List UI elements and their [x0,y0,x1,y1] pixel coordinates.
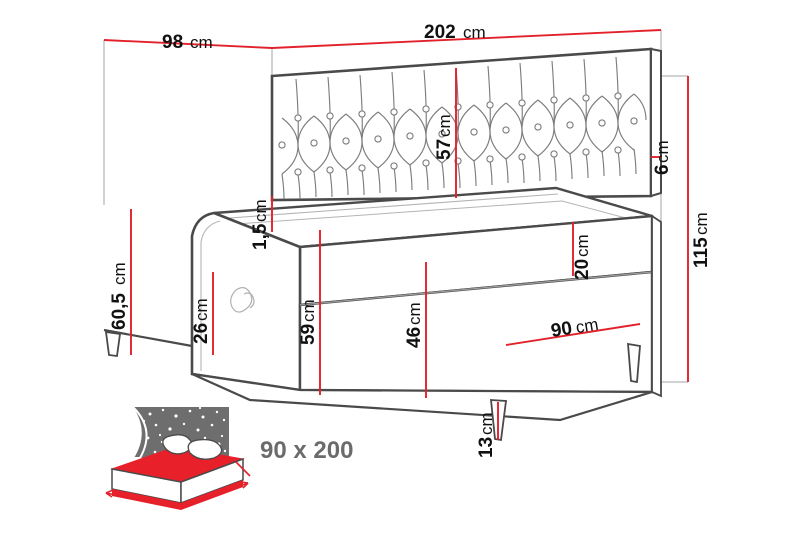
headboard [270,47,662,202]
bed-illustration [103,47,662,442]
dim-value-90: 90 [549,318,573,342]
drawer-handle-icon [230,287,255,313]
dim-value-98: 98 [162,32,183,53]
dim-unit-98: cm [190,33,213,52]
dim-value-46: 46 [404,327,425,348]
dim-value-115: 115 [691,237,712,268]
dimline-202 [271,29,662,49]
headboard-front-face [270,47,653,202]
mattress-size-label: 90 x 200 [260,437,353,464]
starfield-swoosh [133,407,142,458]
topper-seam-line [215,193,559,220]
mattress-dim-arrows [105,461,251,508]
dim-label-13: 13 cm [476,412,497,458]
dim-unit-46: cm [405,302,424,325]
drawer-seam-upper [299,271,653,306]
pillows-icon [162,434,223,460]
dim-label-605: 60,5 cm [109,262,130,330]
dim-unit-13: cm [477,412,496,435]
leg-left-rear [104,330,122,358]
dim-value-57: 57 [434,139,455,160]
dim-label-6: 6 cm [652,140,673,175]
headboard-tufting-pattern [281,56,647,200]
dim-label-59: 59 cm [298,299,319,345]
leg-right-rear [627,342,641,384]
base-right-edge [651,214,662,398]
dim-unit-20: cm [573,234,592,257]
dim-label-98: 98 cm [162,32,213,53]
dim-label-15: 1,5 cm [250,199,271,250]
dim-value-15: 1,5 [250,223,271,250]
dimension-lines [103,29,689,440]
dim-unit-59: cm [299,299,318,322]
dim-value-202: 202 [424,22,456,43]
dim-value-26: 26 [191,323,212,344]
dim-unit-202: cm [463,23,486,42]
dim-unit-57: cm [435,114,454,137]
dim-value-6: 6 [652,164,673,175]
dim-value-13: 13 [476,437,497,458]
rear-rail-line [103,328,193,348]
headboard-thickness-edge [650,47,662,198]
starfield-swoosh-edge [132,404,148,459]
dim-value-59: 59 [298,324,319,345]
dim-unit-26: cm [192,298,211,321]
dim-label-20: 20 cm [572,234,593,280]
dim-label-202: 202 cm [424,22,486,43]
dim-unit-15: cm [251,199,270,222]
dimline-90 [505,323,641,346]
dim-unit-605: cm [110,262,129,285]
dim-label-115: 115 cm [691,212,712,268]
topper-seam-line-2 [221,200,653,226]
dim-unit-115: cm [692,212,711,235]
dim-label-90: 90 cm [549,315,599,342]
dimline-98 [103,39,273,49]
dim-label-57: 57 cm [434,114,455,160]
base-bottom-face [191,372,653,422]
side-panel-seam [200,220,221,371]
dim-value-20: 20 [572,259,593,280]
tufting-buttons [278,92,638,176]
dim-label-26: 26 cm [191,298,212,344]
mattress-size-icon: 90 x 200 [105,404,353,510]
dim-unit-90: cm [574,315,599,337]
dim-value-605: 60,5 [109,293,130,330]
dim-unit-6: cm [653,140,672,163]
dim-label-46: 46 cm [404,302,425,348]
